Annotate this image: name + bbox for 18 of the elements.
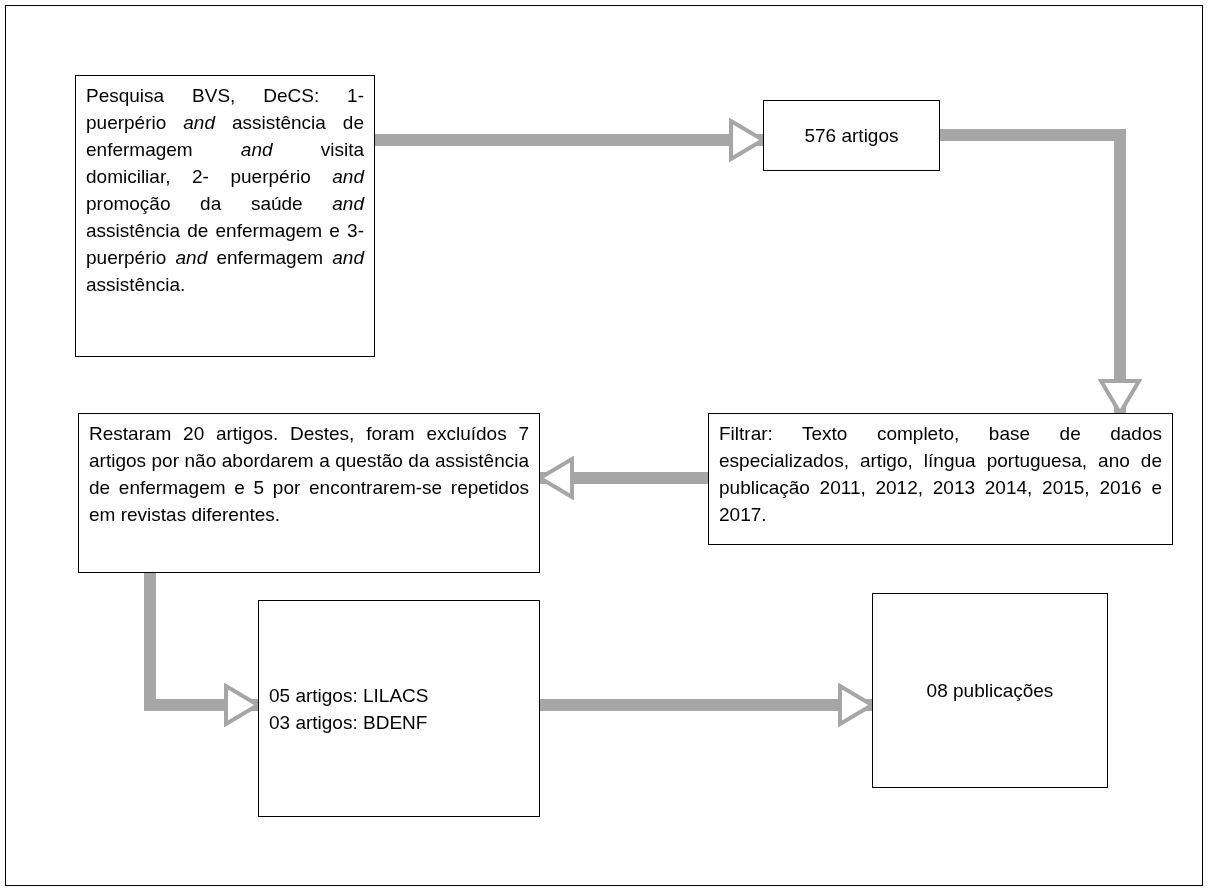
box-text: 03 artigos: BDENF [269,710,429,735]
process-box [258,600,540,817]
process-box [708,413,1173,545]
box-text: 576 artigos [803,124,900,148]
block-arrow [540,684,874,726]
box-text: 08 publicações [925,679,1055,703]
process-box [872,593,1108,788]
block-arrow [940,129,1141,415]
block-arrow [538,457,708,499]
box-text: Pesquisa BVS, DeCS: 1- puerpério and assistência de enfermagem and visita domiciliar, 2- puerpério and promoção da saúde and assistência de enfermagem e 3- puerpério and enfermagem and assistência. [86,84,364,297]
block-arrow [375,119,765,161]
box-text: 05 artigos: LILACS [269,683,430,708]
box-text: Filtrar: Texto completo, base de dados especializados, artigo, língua portuguesa, ano de publicação 2011, 2012, 2013 2014, 2015, 2016 e 2017. [719,422,1162,527]
block-arrow [144,573,260,726]
process-box [75,75,375,357]
process-box [763,100,940,171]
process-box [78,413,540,573]
box-text: Restaram 20 artigos. Destes, foram excluídos 7 artigos por não abordarem a questão da assistência de enfermagem e 5 por encontrarem-se repetidos em revistas diferentes. [89,422,529,527]
